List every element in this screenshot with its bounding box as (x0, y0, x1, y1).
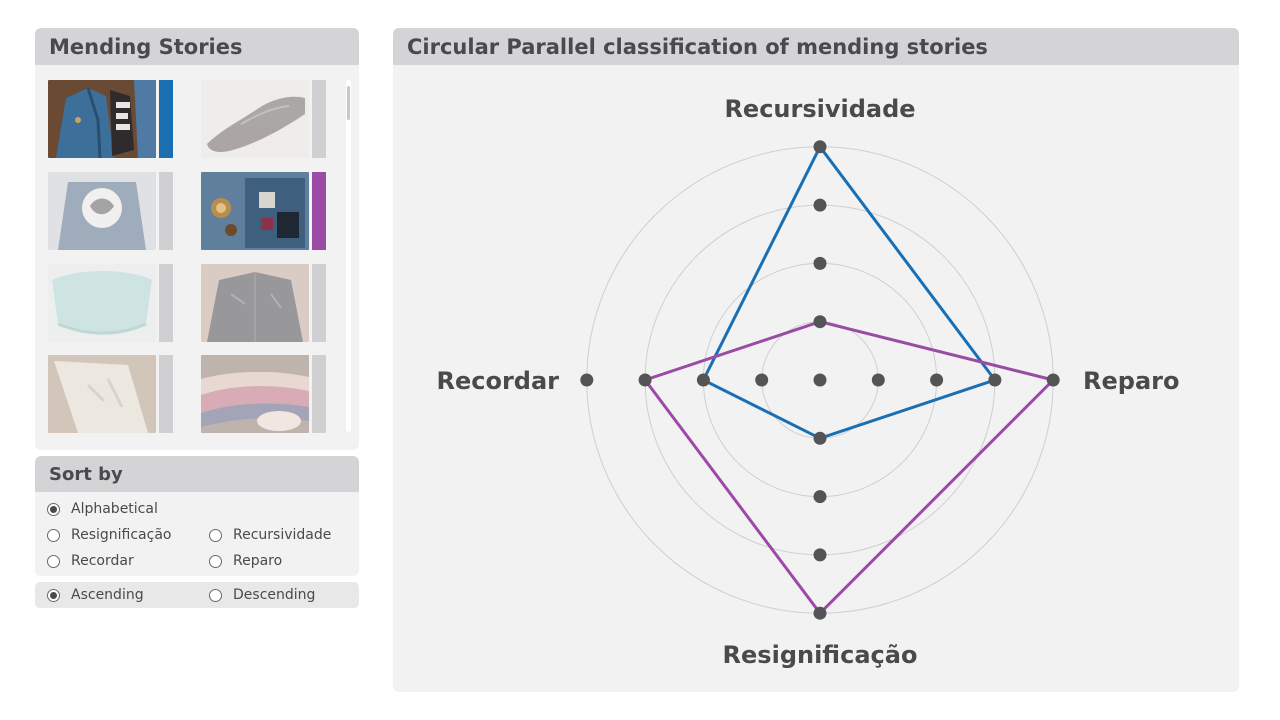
sort-option-label: Recordar (71, 553, 134, 569)
story-tile[interactable] (48, 355, 175, 433)
story-tile[interactable] (201, 172, 328, 250)
story-list-scroll-thumb[interactable] (347, 86, 350, 120)
axis-level-marker (755, 373, 769, 387)
sort-option-reparo[interactable]: Reparo (209, 553, 282, 569)
axis-label: Resignificação (723, 641, 918, 669)
sort-option-alphabetical[interactable]: Alphabetical (47, 501, 158, 517)
story-tile[interactable] (48, 264, 175, 342)
story-category-bar (312, 264, 326, 342)
sort-option-label: Reparo (233, 553, 283, 569)
series-line (642, 320, 1057, 616)
sort-by-options (35, 492, 359, 576)
story-category-bar (159, 264, 173, 342)
mending-stories-list[interactable] (35, 65, 359, 450)
worn-shoe-photo[interactable] (201, 80, 309, 158)
sort-order-label: Ascending (71, 587, 144, 603)
axis-level-marker (638, 373, 652, 387)
sort-order-label: Descending (233, 587, 316, 603)
axis-level-marker (1046, 373, 1060, 387)
center-marker (813, 373, 827, 387)
story-category-bar (159, 172, 173, 250)
axis-level-marker (696, 373, 710, 387)
axis-level-marker (813, 198, 827, 212)
story-tile[interactable] (201, 264, 328, 342)
axis-level-marker (813, 548, 827, 562)
sort-order-descending[interactable]: Descending (209, 587, 315, 603)
radio-icon[interactable] (47, 528, 60, 542)
light-blue-garment-photo[interactable] (48, 264, 156, 342)
sort-by-title: Sort by (49, 463, 123, 485)
story-list-scrollbar[interactable] (346, 80, 351, 432)
axis-level-marker (871, 373, 885, 387)
story-category-bar (159, 355, 173, 433)
axis-label: Recursividade (724, 95, 915, 123)
chart-title: Circular Parallel classification of mend… (407, 34, 988, 59)
axis-level-marker (813, 140, 827, 154)
axis-label: Recordar (436, 367, 559, 395)
sort-by-header: Sort by (35, 456, 359, 492)
radio-icon[interactable] (209, 554, 222, 568)
mending-stories-header: Mending Stories (35, 28, 359, 65)
chart-header: Circular Parallel classification of mend… (393, 28, 1239, 65)
sort-order-ascending[interactable]: Ascending (47, 587, 144, 603)
story-row (48, 355, 333, 433)
radio-icon[interactable] (47, 554, 60, 568)
axis-level-marker (813, 431, 827, 445)
story-row (48, 80, 333, 158)
printed-denim-jacket-photo[interactable] (48, 172, 156, 250)
dark-jacket-photo[interactable] (201, 264, 309, 342)
radio-icon[interactable] (47, 502, 60, 516)
story-category-bar (159, 80, 173, 158)
series-line (701, 143, 998, 440)
story-row (48, 172, 333, 250)
patched-denim-with-buttons-photo[interactable] (201, 172, 309, 250)
story-category-bar (312, 80, 326, 158)
radio-icon[interactable] (47, 588, 60, 602)
axis-level-marker (988, 373, 1002, 387)
cream-trousers-photo[interactable] (48, 355, 156, 433)
sort-option-resignificacao[interactable]: Resignificação (47, 527, 171, 543)
story-tile[interactable] (201, 355, 328, 433)
story-tile[interactable] (201, 80, 328, 158)
story-tile[interactable] (48, 172, 175, 250)
sort-option-label: Recursividade (233, 527, 332, 543)
axis-label: Reparo (1083, 367, 1179, 395)
story-row (48, 264, 333, 342)
axis-level-marker (930, 373, 944, 387)
axis-level-marker (813, 315, 827, 329)
story-category-bar (312, 172, 326, 250)
radio-icon[interactable] (209, 528, 222, 542)
sort-option-label: Alphabetical (71, 501, 158, 517)
sort-order-bar (35, 582, 359, 608)
axis-level-marker (813, 606, 827, 620)
sort-option-recordar[interactable]: Recordar (47, 553, 134, 569)
story-tile[interactable] (48, 80, 175, 158)
mending-stories-title: Mending Stories (49, 34, 243, 59)
sort-option-label: Resignificação (71, 527, 172, 543)
story-category-bar (312, 355, 326, 433)
sort-option-recursividade[interactable]: Recursividade (209, 527, 331, 543)
denim-jacket-photo[interactable] (48, 80, 156, 158)
axis-level-marker (580, 373, 594, 387)
radio-icon[interactable] (209, 588, 222, 602)
axis-level-marker (813, 256, 827, 270)
folded-fabrics-photo[interactable] (201, 355, 309, 433)
axis-level-marker (813, 490, 827, 504)
